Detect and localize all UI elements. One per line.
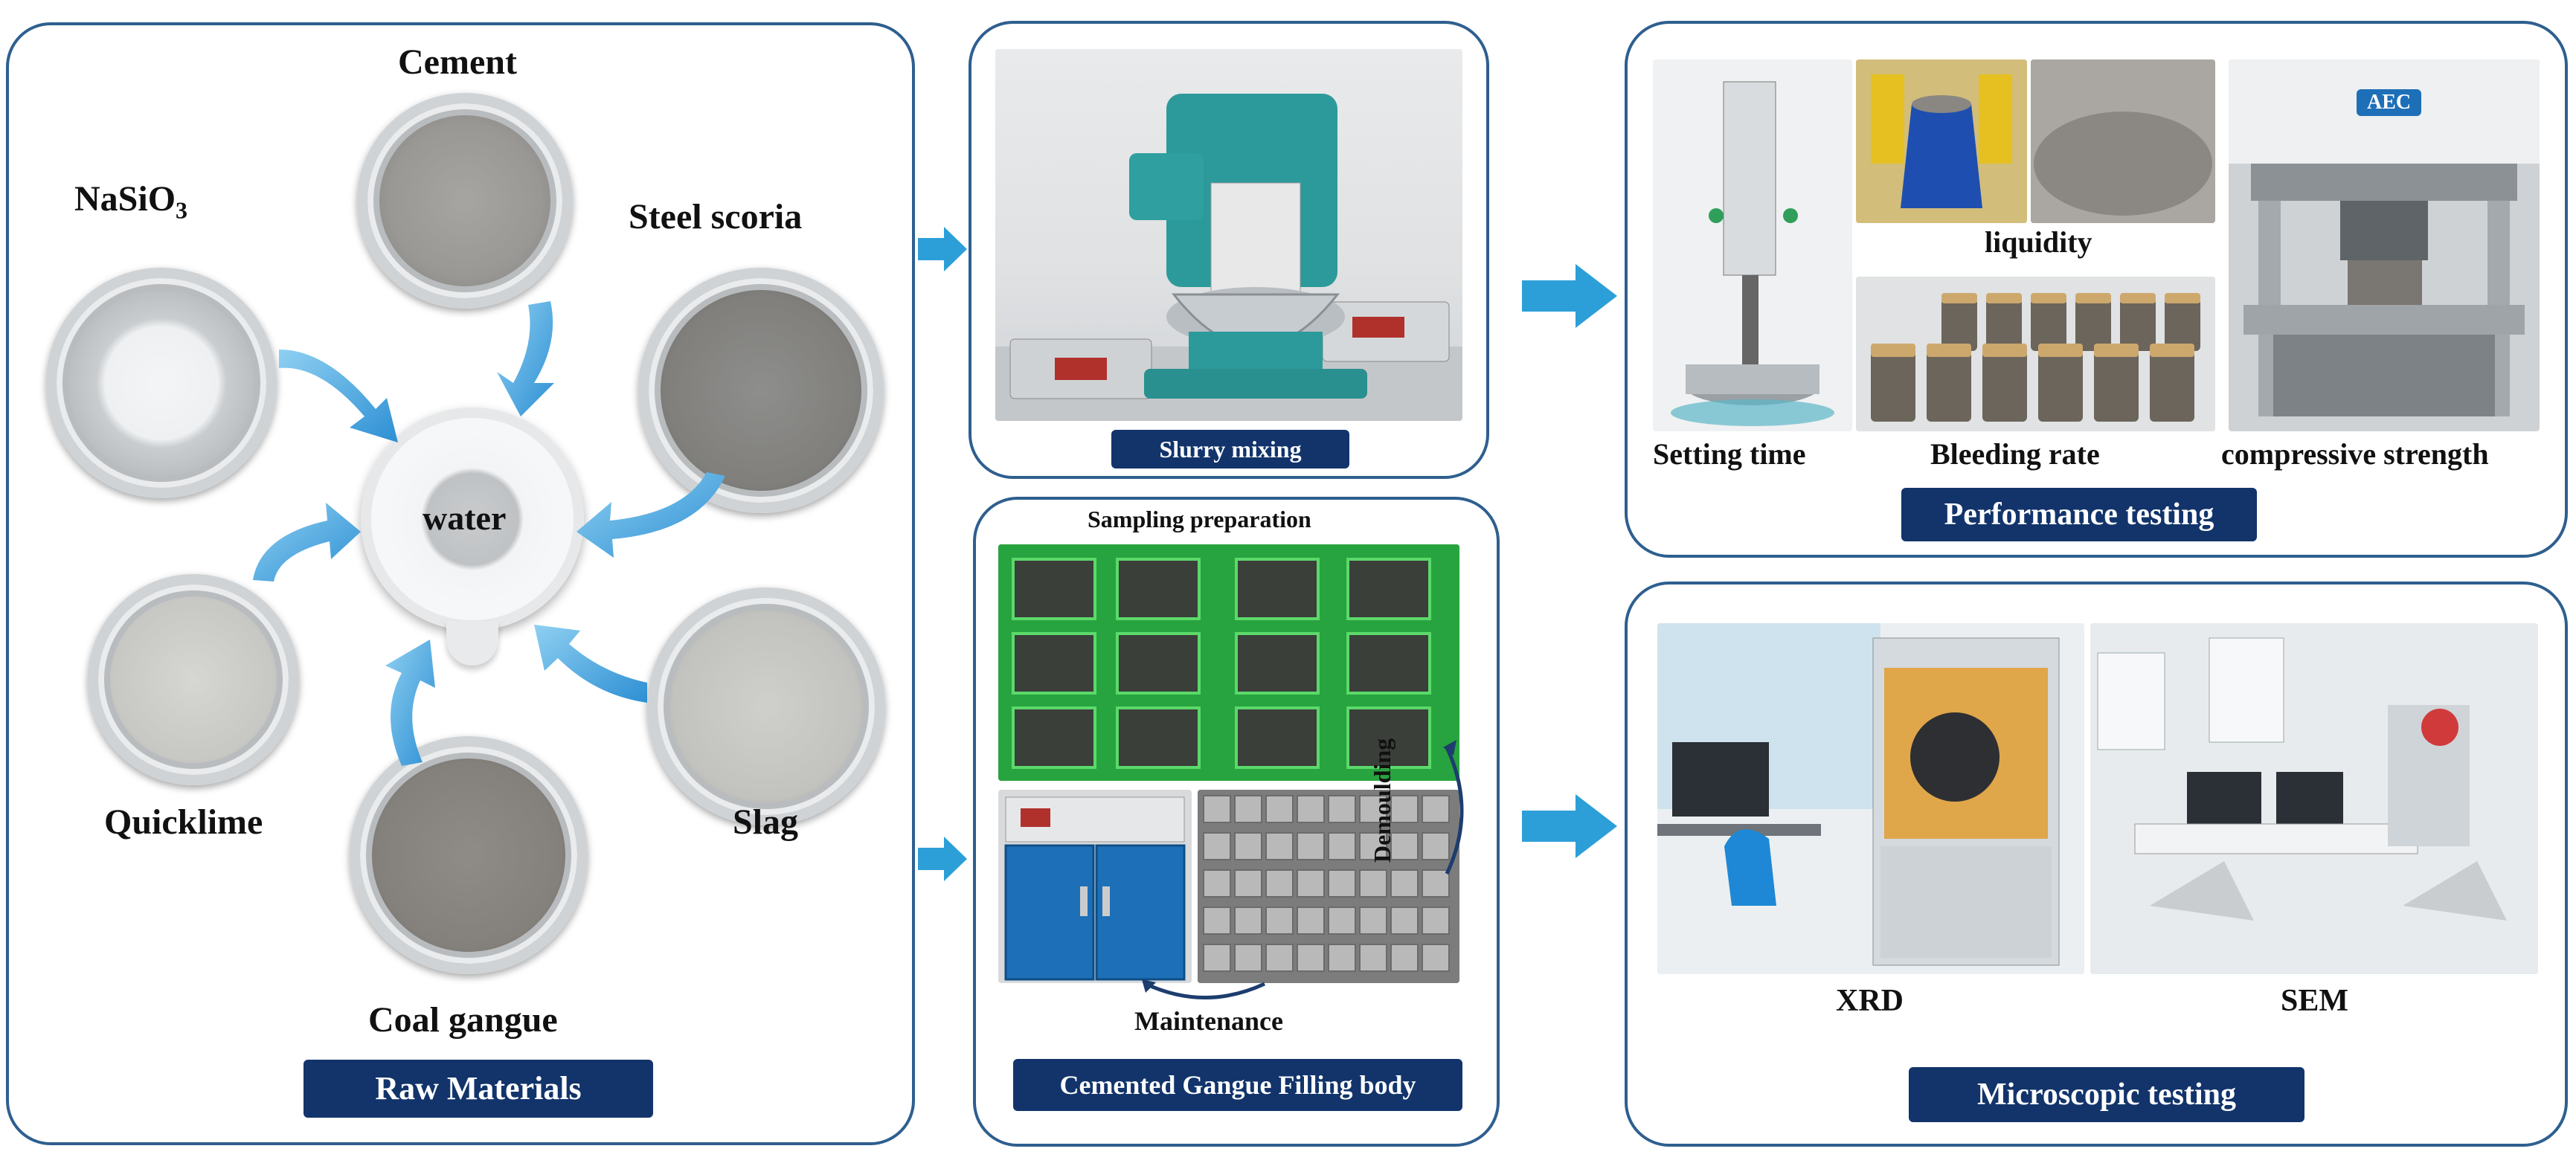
liquidity-spread-photo <box>2031 59 2215 223</box>
sampling-preparation-photo <box>998 544 1459 781</box>
cabinet-illustration <box>1004 796 1186 981</box>
xrd-lab-illustration <box>1657 623 2084 974</box>
bleeding-rate-label: Bleeding rate <box>1930 437 2100 471</box>
slurry-mixer-photo <box>995 49 1462 421</box>
water-spout <box>446 621 498 666</box>
slag-label: Slag <box>733 802 799 842</box>
spread-illustration <box>2031 59 2215 223</box>
setting-time-photo <box>1653 59 1852 431</box>
arrow-from-slag <box>534 625 647 703</box>
maintenance-arrow <box>1142 979 1266 999</box>
xrd-photo <box>1657 623 2084 974</box>
xrd-label: XRD <box>1836 984 1904 1018</box>
cement-label: Cement <box>398 42 517 82</box>
quicklime-label: Quicklime <box>104 802 263 842</box>
coal-gangue-label: Coal gangue <box>368 1000 558 1040</box>
curing-cabinet-photo <box>998 790 1192 983</box>
jars-illustration <box>1856 277 2215 431</box>
raw-material-arrows <box>253 301 725 766</box>
arrow-from-coal-gangue <box>385 640 435 766</box>
arrow-from-quicklime <box>253 503 361 582</box>
performance-testing-banner: Performance testing <box>1901 488 2257 541</box>
bleeding-rate-photo <box>1856 277 2215 431</box>
moulds-illustration <box>998 544 1459 781</box>
water-label: water <box>423 499 507 537</box>
vicat-apparatus-illustration <box>1671 81 1834 426</box>
samples-grid-illustration <box>1198 790 1459 983</box>
liquidity-label: liquidity <box>1985 225 2092 259</box>
sem-lab-illustration <box>2090 623 2538 974</box>
sampling-preparation-label: Sampling preparation <box>1088 506 1311 532</box>
sem-photo <box>2090 623 2538 974</box>
press-badge: AEC <box>2357 89 2422 116</box>
arrow-from-cement <box>497 301 554 416</box>
arrow-to-performance-testing <box>1522 264 1617 328</box>
nasio3-label: NaSiO3 <box>74 179 188 224</box>
arrow-to-slurry-mixing <box>918 227 967 271</box>
arrow-from-steel-scoria <box>576 472 725 558</box>
setting-time-label: Setting time <box>1653 437 1806 471</box>
liquidity-cone-illustration <box>1856 59 2027 223</box>
sem-label: SEM <box>2281 984 2349 1018</box>
demoulding-label: Demoulding <box>1369 738 1395 863</box>
liquidity-cone-photo <box>1856 59 2027 223</box>
maintenance-label: Maintenance <box>1134 1006 1283 1036</box>
steel-scoria-label: Steel scoria <box>629 197 803 236</box>
slurry-mixing-banner: Slurry mixing <box>1111 430 1349 468</box>
filling-body-banner: Cemented Gangue Filling body <box>1013 1059 1462 1111</box>
demoulding-arrow <box>1443 740 1464 875</box>
microscopic-testing-banner: Microscopic testing <box>1909 1067 2304 1122</box>
mixer-illustration <box>995 94 1462 421</box>
arrow-from-nasio3 <box>279 350 398 442</box>
compressive-strength-photo: AEC <box>2229 59 2540 431</box>
compressive-strength-label: compressive strength <box>2221 437 2489 471</box>
press-illustration <box>2229 59 2540 416</box>
arrow-to-microscopic-testing <box>1522 794 1617 858</box>
demoulded-samples-photo <box>1198 790 1459 983</box>
raw-materials-banner: Raw Materials <box>303 1060 653 1118</box>
arrow-to-filling-body <box>918 837 967 881</box>
